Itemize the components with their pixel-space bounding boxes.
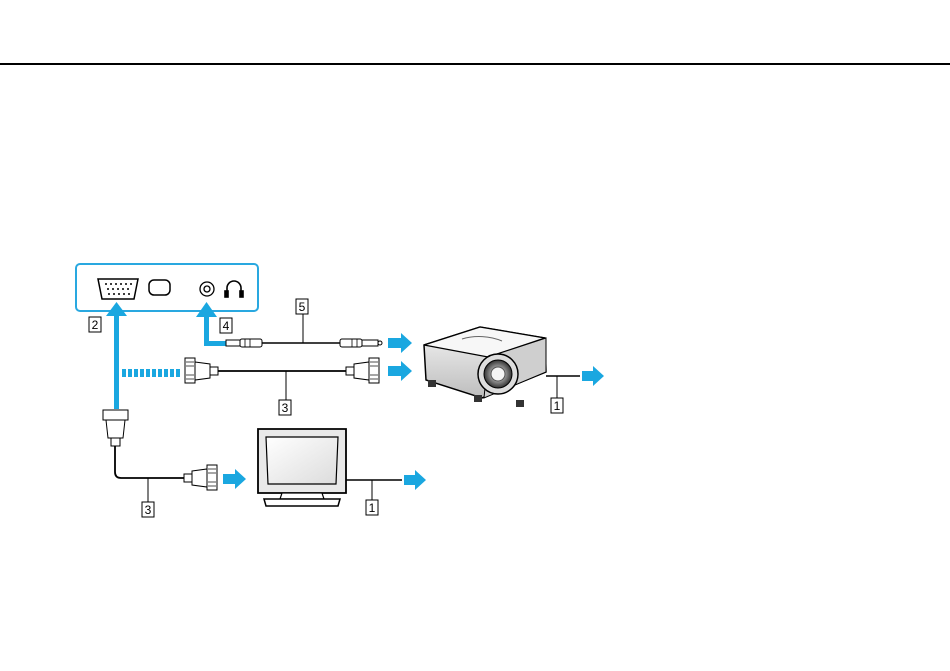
audio-cable [226,313,382,347]
callout-label: 1 [369,501,376,515]
monitor-power-cable [346,470,426,500]
callout-label: 3 [145,503,152,517]
callout-panel-vga: 2 [89,317,101,332]
callout-projector-power: 1 [551,398,563,413]
vga-to-projector-arrow [388,361,412,381]
callout-audio-cable: 5 [296,299,308,314]
vga-port-icon [98,279,138,299]
callout-vga-cable-projector: 3 [279,400,291,415]
vga-cable-projector [185,358,379,400]
vga-connector-icon [184,465,217,490]
vga-to-monitor-arrow [223,469,246,489]
vga-connector-icon [346,358,379,383]
vga-cable-monitor [115,446,217,502]
audio-jack-icon [200,282,214,296]
vga-upward-arrow [106,302,127,409]
projector-power-cable [546,366,604,398]
monitor-icon [258,429,346,506]
audio-plug-icon [226,339,262,347]
vga-connector-icon [185,358,218,383]
callout-label: 1 [554,399,561,413]
hdmi-port-icon [149,280,170,295]
callout-label: 3 [282,401,289,415]
callout-label: 4 [223,319,230,333]
projector-icon [424,327,546,407]
audio-to-projector-arrow [388,333,412,353]
callout-vga-cable-monitor: 3 [142,502,154,517]
vga-connector-icon [103,410,128,446]
dashed-link [122,369,180,377]
callout-label: 5 [299,300,306,314]
computer-side-panel [76,264,258,311]
audio-plug-icon [340,339,382,347]
callout-monitor-power: 1 [366,500,378,515]
callout-panel-audio: 4 [220,318,232,333]
callout-label: 2 [92,318,99,332]
